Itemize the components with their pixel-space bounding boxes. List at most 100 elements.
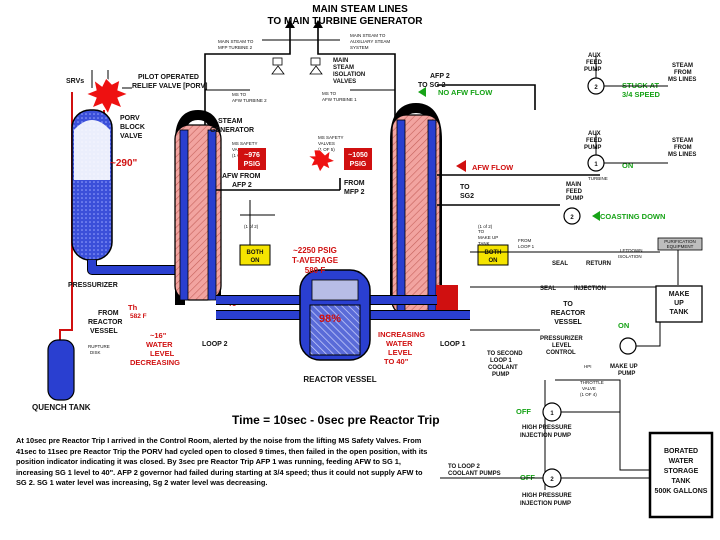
aux-feed-1-label-2: FEED bbox=[586, 138, 603, 144]
increasing-2: WATER bbox=[386, 339, 413, 348]
ms-to-aux-label-3: SYSTEM bbox=[350, 45, 369, 50]
sg1-pressure-box bbox=[344, 148, 372, 170]
hpi-1-label-2: INJECTION PUMP bbox=[520, 433, 571, 439]
steam-generator-1: MS SAFETY VALVES (1 OF 5) ~1050 PSIG INC… bbox=[306, 103, 466, 366]
turbine-label: TURBINE bbox=[588, 176, 608, 181]
explosion-icon bbox=[84, 76, 130, 116]
make-up-pump-label-1: MAKE UP bbox=[610, 364, 638, 370]
make-up-tank-label-2: UP bbox=[674, 300, 684, 307]
coasting-arrow-icon bbox=[592, 211, 600, 221]
to-reactor-label-2: REACTOR bbox=[551, 310, 585, 317]
ms-iso-label-4: VALVES bbox=[333, 79, 356, 85]
coasting-down-label: COASTING DOWN bbox=[600, 212, 665, 221]
ms-safety-label-1: MS SAFETY bbox=[232, 141, 258, 146]
water-16-1: ~16" bbox=[150, 331, 167, 340]
make-up-tank bbox=[655, 285, 703, 323]
steam-gen-label-1: STEAM bbox=[218, 118, 243, 125]
feedwater-lines: AFW FROM AFP 2 FROM MFP 2 AFP 2 TO SG 2 … bbox=[216, 73, 600, 206]
make-up-tank-label-1: MAKE bbox=[669, 291, 690, 298]
steam-line-1 bbox=[317, 28, 396, 130]
ms-to-afwt2-label-2: AFW TURBINE 2 bbox=[232, 98, 267, 103]
sg1-pressure-1: ~1050 bbox=[348, 152, 368, 159]
stuck-label-2: 3/4 SPEED bbox=[622, 90, 661, 99]
afw-pump-2-num: 2 bbox=[594, 85, 598, 91]
make-up-pump-label-2: PUMP bbox=[618, 371, 635, 377]
ms-safety-explosion-icon bbox=[306, 149, 337, 173]
main-steam-title-2: TO MAIN TURBINE GENERATOR bbox=[267, 16, 423, 27]
increasing-1: INCREASING bbox=[378, 330, 425, 339]
th-label-2: 582 F bbox=[130, 313, 147, 320]
time-label: Time = 10sec - 0sec pre Reactor Trip bbox=[232, 413, 440, 427]
rupture-disk-label-2: DISK bbox=[90, 350, 101, 355]
steam-from-ms-b-2: FROM bbox=[674, 145, 692, 151]
steam-generator-2: STEAM GENERATOR MS SAFETY VALVES (1 OF 5… bbox=[88, 110, 266, 367]
cvcs: TO MAKE UP TANK FROM LOOP 1 SEAL RETURN … bbox=[470, 229, 703, 397]
hpi-1-label-1: HIGH PRESSURE bbox=[522, 425, 572, 431]
sg1-water-level bbox=[436, 285, 458, 315]
mfp-label-2: FEED bbox=[566, 189, 583, 195]
main-steam-title-1: MAIN STEAM LINES bbox=[312, 4, 408, 15]
ms-safety-b-label-2: VALVES bbox=[318, 141, 335, 146]
quench-tank-label: QUENCH TANK bbox=[32, 403, 91, 412]
purification-label-1: PURIFICATION bbox=[664, 239, 695, 244]
one-of-2-right: (1 of 2) bbox=[478, 224, 493, 229]
porv-area: SRVs PILOT OPERATED RELIEF VALVE [PORV] … bbox=[66, 70, 207, 140]
ms-isolation-valve-1 bbox=[309, 57, 323, 75]
pump-icon-c bbox=[563, 207, 581, 225]
no-afw-arrow-icon bbox=[418, 87, 426, 97]
quench-tank: RUPTURE DISK QUENCH TANK bbox=[32, 339, 110, 412]
reactor-coolant-legs bbox=[216, 296, 470, 319]
afw-sg1-lines bbox=[437, 84, 600, 176]
steam-gen-label-2: GENERATOR bbox=[210, 127, 254, 134]
t-average-label: T-AVERAGE bbox=[292, 256, 339, 265]
srvs-label: SRVs bbox=[66, 78, 84, 85]
bwst-label-4: TANK bbox=[672, 478, 691, 485]
steam-from-ms-a-3: MS LINES bbox=[668, 77, 696, 83]
afw-from-label-1: AFW FROM bbox=[222, 173, 261, 180]
hpi-pump-1-num: 1 bbox=[550, 411, 554, 417]
to-makeup-label-1: TO bbox=[478, 229, 485, 234]
seal-injection-label-1: SEAL bbox=[540, 286, 556, 292]
steam-arrow-up-icon-b bbox=[313, 20, 323, 28]
to-second-label-2: LOOP 1 bbox=[490, 358, 513, 364]
aux-feed-2-label-1: AUX bbox=[588, 53, 601, 59]
reactor-vessel: 98% REACTOR VESSEL ~2250 PSIG T-AVERAGE … bbox=[216, 246, 470, 384]
reactor-vessel-label: REACTOR VESSEL bbox=[303, 375, 376, 384]
from-mfp2-label-1: FROM bbox=[344, 180, 365, 187]
rcp-loop-1: BOTH ON (1 of 2) bbox=[477, 224, 509, 266]
to-second-label-4: PUMP bbox=[492, 372, 509, 378]
to-makeup-label-3: TANK bbox=[478, 241, 490, 246]
rcp-loop-2: BOTH ON (1 of 2) bbox=[239, 200, 275, 266]
porv-label-2: RELIEF VALVE [PORV] bbox=[132, 83, 207, 90]
mfp-num: 2 bbox=[570, 215, 574, 221]
makeup-on-label: ON bbox=[618, 321, 629, 330]
sg1-pressure-2: PSIG bbox=[350, 161, 367, 168]
increasing-4: TO 40" bbox=[384, 357, 409, 366]
ms-to-afwt2-label-1: MS TO bbox=[232, 92, 247, 97]
aux-feed-1-label-3: PUMP bbox=[584, 145, 601, 151]
afw-flow-label: AFW FLOW bbox=[472, 163, 514, 172]
increasing-3: LEVEL bbox=[388, 348, 413, 357]
hpi-1-off-label: OFF bbox=[516, 407, 531, 416]
hpi-2-label-2: INJECTION PUMP bbox=[520, 501, 571, 507]
afw1-on-label: ON bbox=[622, 161, 633, 170]
to-reactor-label-3: VESSEL bbox=[554, 319, 582, 326]
to-loop2-label-2: COOLANT PUMPS bbox=[448, 471, 501, 477]
letdown-label-2: ISOLATION bbox=[618, 254, 642, 259]
afw-from-label-2: AFP 2 bbox=[232, 182, 252, 189]
seal-injection-label-2: INJECTION bbox=[574, 286, 606, 292]
pressurizer-label: PRESSURIZER bbox=[68, 282, 118, 289]
porv-label-1: PILOT OPERATED bbox=[138, 74, 199, 81]
ms-iso-label-1: MAIN bbox=[333, 58, 348, 64]
borated-water-storage-tank: BORATED WATER STORAGE TANK 500K GALLONS bbox=[648, 431, 714, 519]
from-mfp2-label-2: MFP 2 bbox=[344, 189, 365, 196]
purification-box bbox=[657, 237, 703, 251]
hpi-pump-1: 1 OFF HIGH PRESSURE INJECTION PUMP bbox=[516, 379, 650, 490]
steam-from-ms-b-3: MS LINES bbox=[668, 152, 696, 158]
bwst-label-1: BORATED bbox=[664, 448, 698, 455]
steam-from-ms-b-1: STEAM bbox=[672, 138, 693, 144]
purification-label-2: EQUIPMENT bbox=[667, 244, 694, 249]
sg2-pressure-1: ~976 bbox=[244, 152, 260, 159]
sg2-pressure-2: PSIG bbox=[244, 161, 261, 168]
